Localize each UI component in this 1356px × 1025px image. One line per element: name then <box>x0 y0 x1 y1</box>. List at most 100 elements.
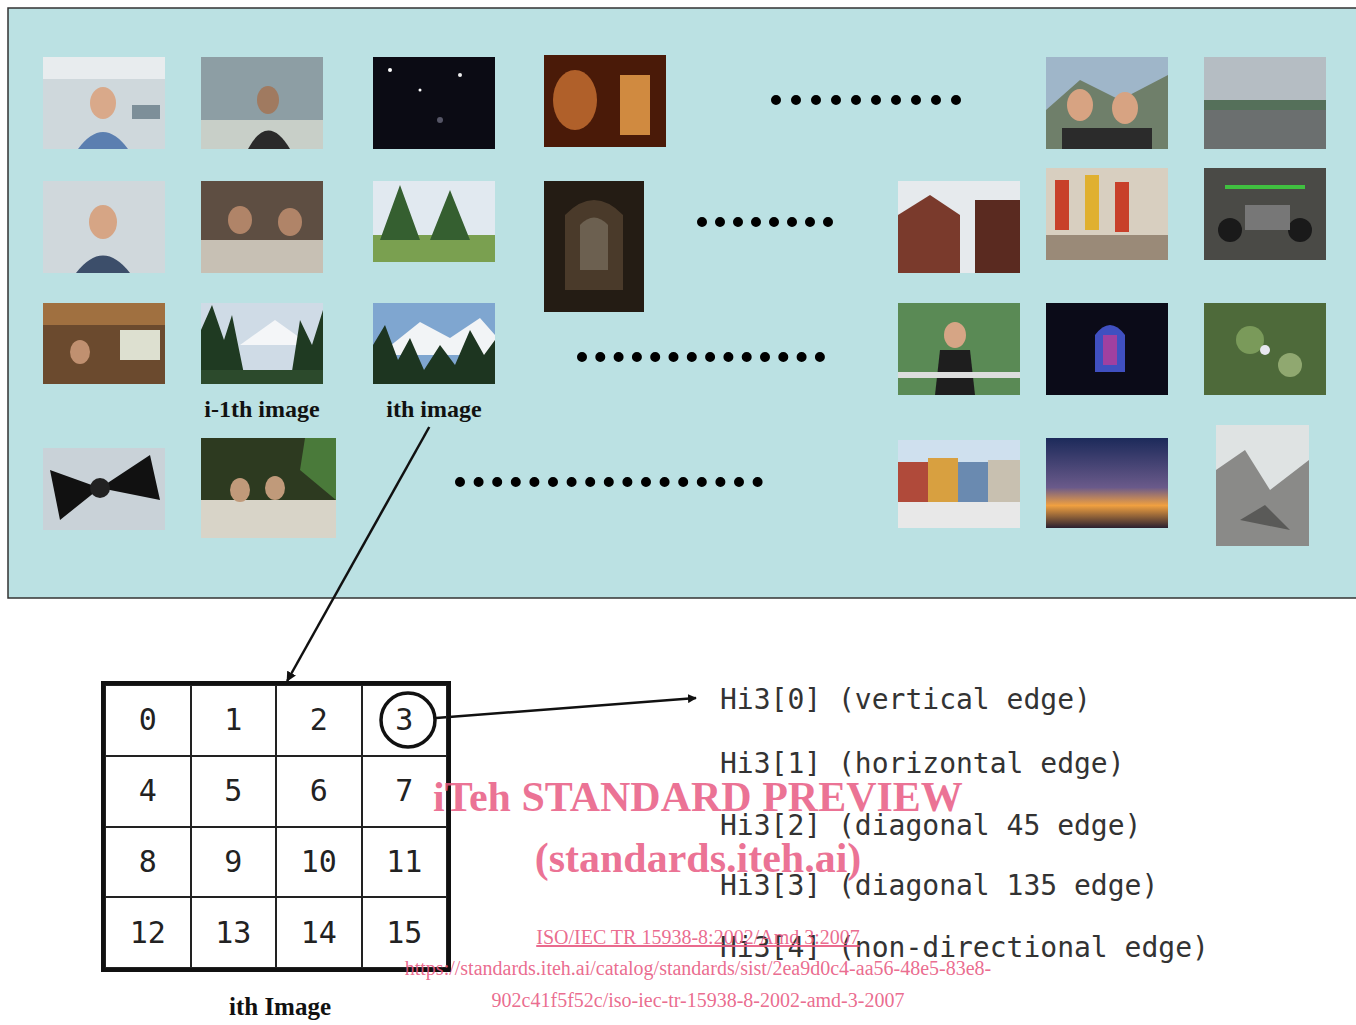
photo-detail <box>265 476 285 500</box>
block-number: 3 <box>395 703 413 737</box>
photo-thumbnail <box>201 181 323 273</box>
image-database-panel <box>8 8 1356 598</box>
photo-thumbnail <box>201 303 323 384</box>
photo-thumbnail <box>1046 57 1168 149</box>
photo-ground <box>1046 168 1168 260</box>
watermark-link: 902c41f5f52c/iso-iec-tr-15938-8-2002-amd… <box>492 988 905 1012</box>
photo-detail <box>1062 128 1152 149</box>
photo-detail <box>70 340 90 364</box>
grid-block: 3 <box>362 685 448 756</box>
photo-detail <box>201 305 323 384</box>
photo-detail <box>1278 353 1302 377</box>
photo-ground <box>373 303 495 384</box>
photo-thumbnail <box>373 181 495 262</box>
photo-detail <box>419 89 422 92</box>
photo-ground <box>43 303 165 384</box>
grid-block: 8 <box>105 827 191 898</box>
photo-ground <box>898 303 1020 395</box>
photo-detail <box>944 322 966 348</box>
photo-thumbnail <box>1204 57 1326 149</box>
connector-arrow <box>287 427 429 681</box>
photo-detail <box>1245 205 1290 230</box>
photo-thumbnail <box>1204 168 1326 260</box>
photo-ground <box>373 57 495 149</box>
photo-detail <box>1046 235 1168 260</box>
photo-ground <box>544 55 666 147</box>
photo-detail <box>1103 335 1117 365</box>
photo-ground <box>201 57 323 149</box>
grid-block: 1 <box>191 685 277 756</box>
block-number: 4 <box>139 774 157 808</box>
photo-detail <box>437 117 443 123</box>
photo-thumbnail <box>201 438 336 538</box>
photo-detail <box>43 57 165 79</box>
photo-ground <box>201 438 336 538</box>
photo-detail <box>1225 185 1305 189</box>
grid-block: 5 <box>191 756 277 827</box>
photo-detail <box>958 462 988 502</box>
photo-detail <box>928 458 958 502</box>
photo-detail <box>388 68 392 72</box>
block-number: 10 <box>301 845 337 879</box>
grid-block: 12 <box>105 897 191 968</box>
photo-detail <box>1218 218 1242 242</box>
image-label: ith image <box>355 395 513 423</box>
block-number: 7 <box>395 774 413 808</box>
watermark-link: ISO/IEC TR 15938-8:2002/Amd 3:2007 <box>536 925 860 949</box>
photo-detail <box>1260 345 1270 355</box>
photo-detail <box>1085 175 1099 230</box>
leader-arrow <box>436 698 696 718</box>
photo-ground <box>1204 303 1326 395</box>
block-number: 0 <box>139 703 157 737</box>
grid-caption: ith Image <box>101 993 459 1020</box>
photo-detail <box>89 205 117 239</box>
photo-detail <box>1115 182 1129 232</box>
block-number: 15 <box>386 916 422 950</box>
photo-detail <box>120 330 160 360</box>
photo-thumbnail <box>43 303 165 384</box>
photo-detail <box>1204 108 1326 149</box>
ellipsis-dots <box>582 352 838 362</box>
block-number: 2 <box>310 703 328 737</box>
photo-detail <box>1067 89 1093 121</box>
photo-detail <box>90 478 110 498</box>
photo-ground <box>1204 168 1326 260</box>
photo-ground <box>1046 438 1168 528</box>
grid-block: 10 <box>276 827 362 898</box>
grid-block: 2 <box>276 685 362 756</box>
photo-ground <box>201 303 323 384</box>
photo-detail <box>1288 218 1312 242</box>
photo-thumbnail <box>544 181 644 312</box>
photo-detail <box>1112 92 1138 124</box>
block-number: 13 <box>215 916 251 950</box>
grid-block: 9 <box>191 827 277 898</box>
block-number: 9 <box>224 845 242 879</box>
photo-detail <box>1095 325 1125 372</box>
photo-detail <box>90 87 116 119</box>
photo-detail <box>975 200 1020 273</box>
photo-detail <box>201 370 323 384</box>
photo-ground <box>1046 303 1168 395</box>
photo-detail <box>257 86 279 114</box>
photo-ground <box>544 181 644 312</box>
block-number: 11 <box>386 845 422 879</box>
photo-detail <box>898 195 960 273</box>
photo-thumbnail <box>373 303 495 384</box>
photo-ground <box>898 440 1020 528</box>
photo-detail <box>1046 75 1168 149</box>
photo-ground <box>898 181 1020 273</box>
photo-detail <box>132 105 160 119</box>
photo-detail <box>898 372 1020 378</box>
photo-thumbnail <box>43 448 165 530</box>
photo-ground <box>201 181 323 273</box>
photo-detail <box>373 325 495 384</box>
photo-detail <box>988 460 1020 502</box>
photo-detail <box>1240 505 1290 530</box>
photo-detail <box>1216 450 1309 546</box>
watermark: (standards.iteh.ai) <box>535 833 862 883</box>
photo-detail <box>78 132 128 149</box>
ellipsis-dots <box>702 217 846 227</box>
photo-thumbnail <box>373 57 495 149</box>
photo-detail <box>230 478 250 502</box>
